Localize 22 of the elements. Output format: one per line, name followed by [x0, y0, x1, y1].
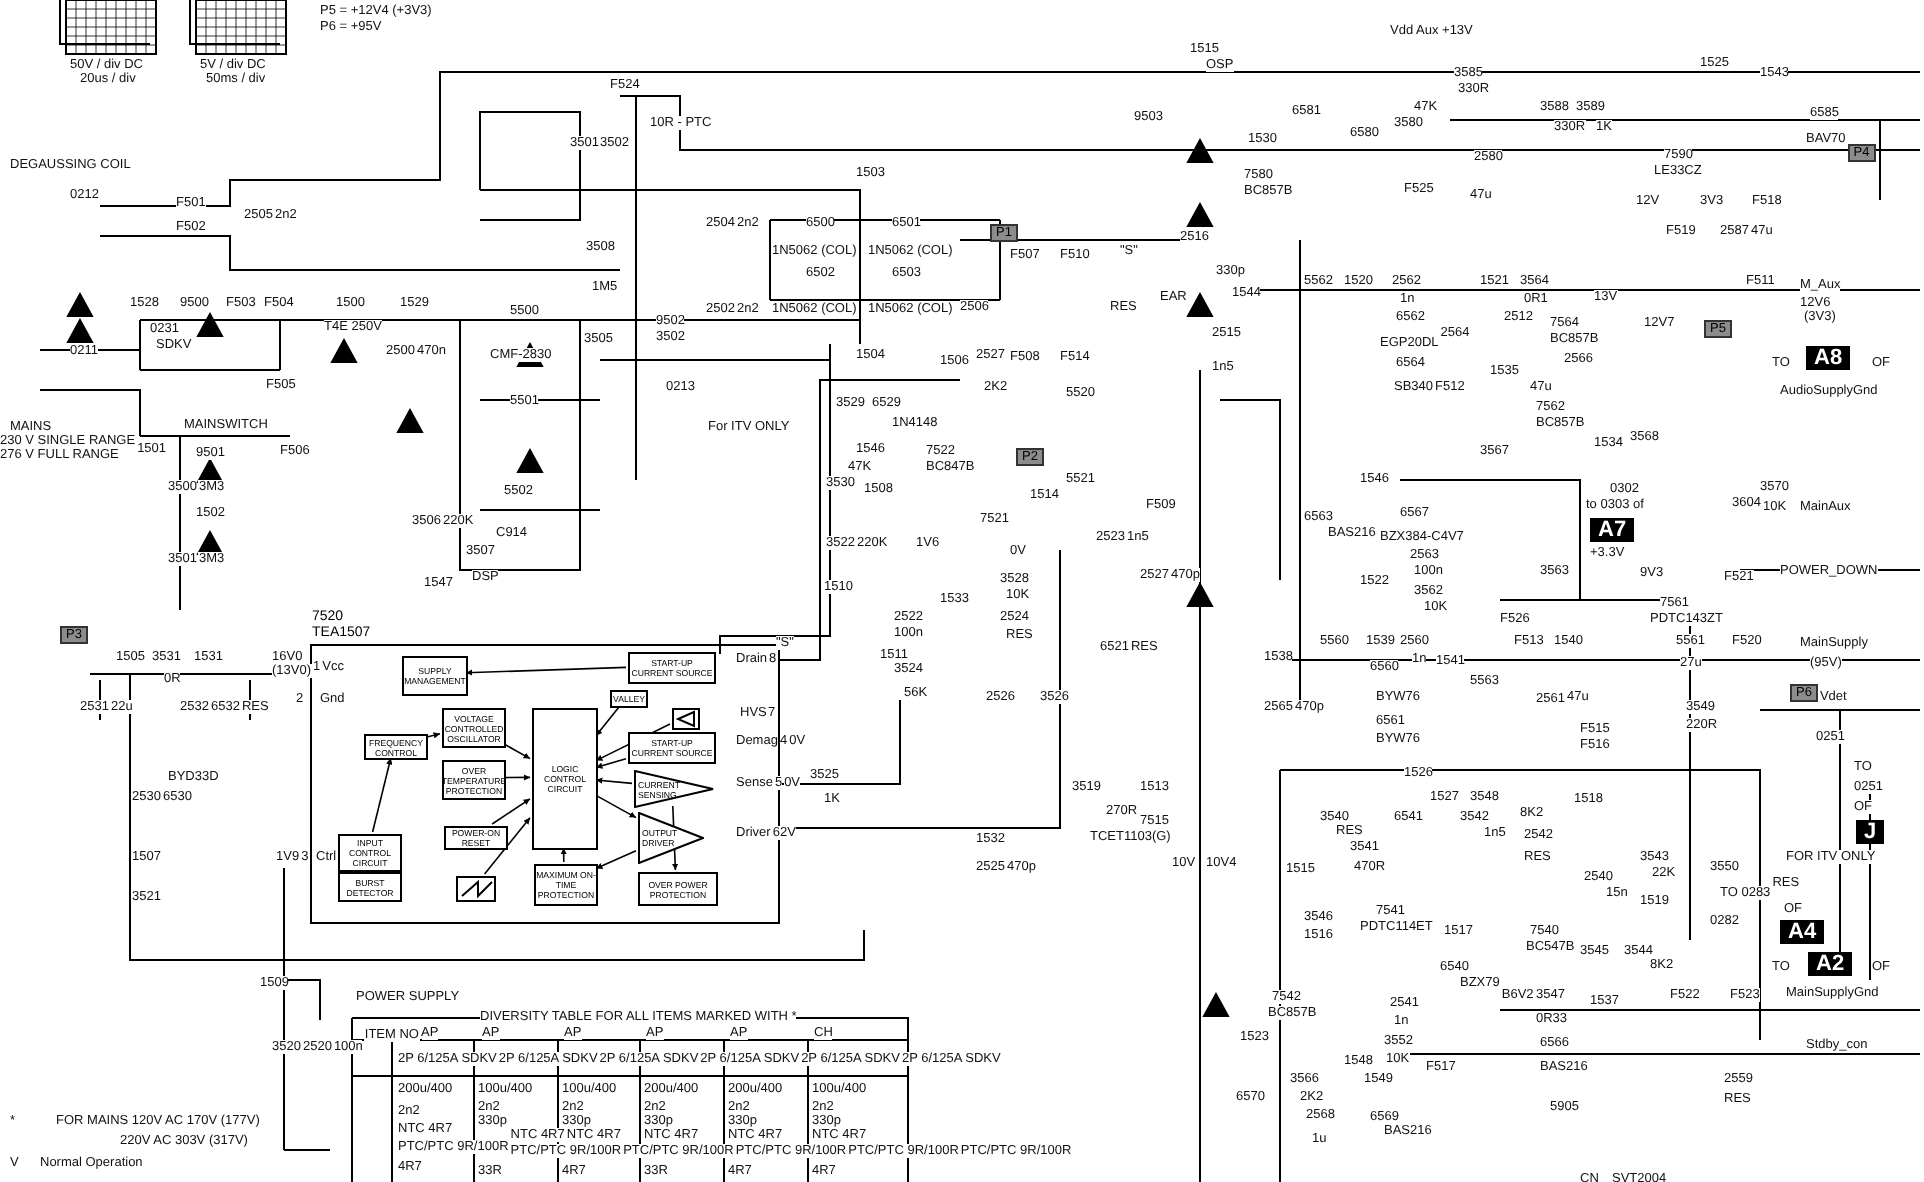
arrow: [503, 774, 531, 781]
arrow: [425, 732, 441, 739]
connector-tag: A4: [1780, 920, 1825, 944]
arrow: [371, 757, 393, 833]
arrow: [595, 777, 633, 785]
arrow: [595, 794, 637, 819]
symbol-box: [456, 876, 496, 902]
arrow: [503, 743, 531, 760]
arrow: [491, 798, 531, 825]
connector-tag: A2: [1808, 952, 1853, 976]
arrow: [483, 817, 531, 875]
arrow: [595, 705, 621, 737]
symbol-box: [672, 708, 700, 730]
arrow: [671, 805, 679, 871]
arrow: [560, 847, 567, 863]
connector-tag: A7: [1590, 518, 1635, 542]
connector-tag: A8: [1806, 346, 1851, 370]
connector-tag: J: [1856, 820, 1885, 844]
arrow: [595, 723, 671, 762]
arrow: [465, 666, 627, 676]
arrow: [595, 758, 627, 769]
arrow: [595, 850, 637, 870]
